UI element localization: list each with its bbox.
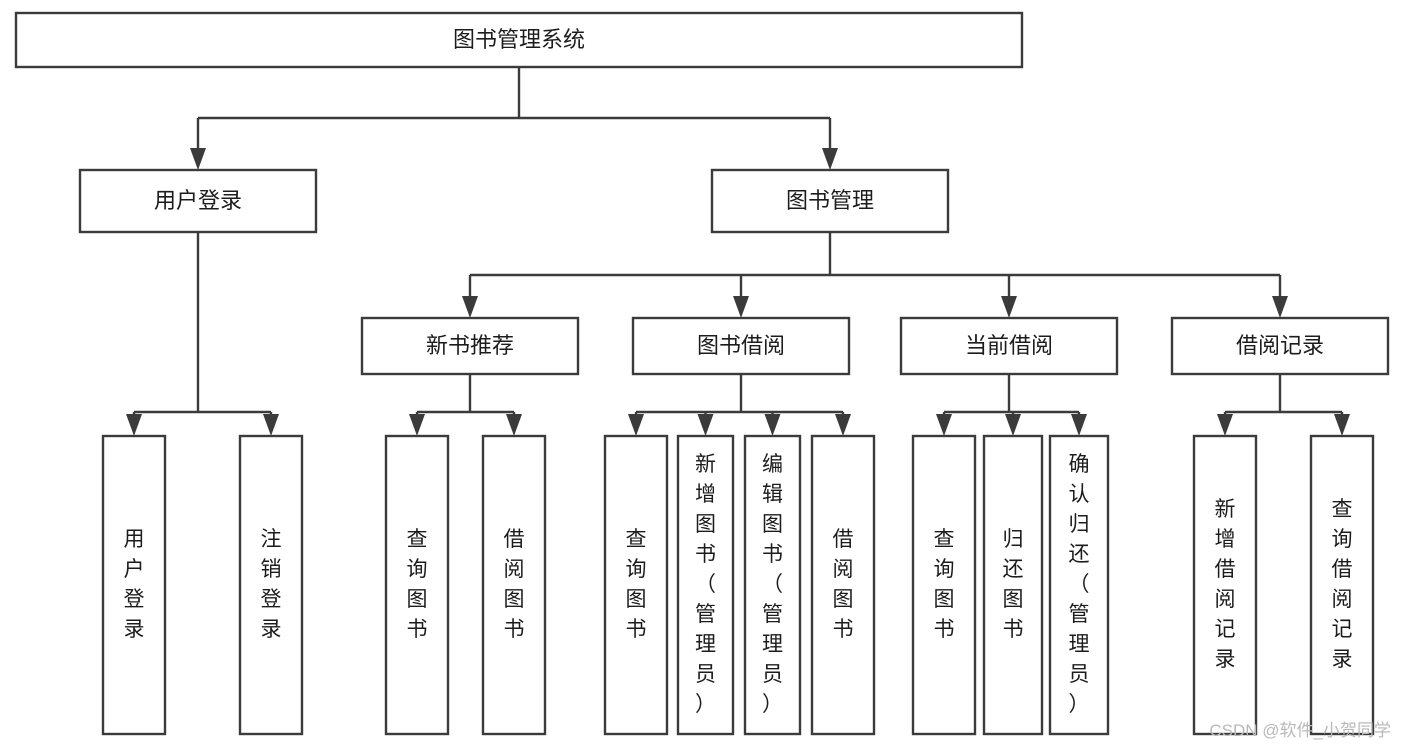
node-leaf-record-query[interactable]: 查询借阅记录 [1309,434,1375,736]
node-label-leaf-record-query: 查询借阅记录 [1332,498,1353,671]
node-box-leaf-user-login [101,434,167,736]
node-label-leaf-borrow-add: 新增图书（管理员） [695,453,716,716]
arrow-head-leaf-record-add [1217,414,1233,436]
node-layer: 图书管理系统用户登录图书管理新书推荐图书借阅当前借阅借阅记录用户登录注销登录查询… [14,11,1390,736]
node-label-leaf-current-confirm: 确认归还（管理员） [1069,453,1090,716]
node-label-leaf-borrow-query: 查询图书 [626,528,647,641]
node-label-borrow: 图书借阅 [697,333,785,358]
node-label-leaf-user-logout: 注销登录 [261,528,282,641]
node-borrow[interactable]: 图书借阅 [631,316,851,376]
node-leaf-borrow-lend[interactable]: 借阅图书 [810,434,876,736]
arrow-head-current [1001,296,1017,318]
node-login[interactable]: 用户登录 [78,168,318,234]
arrow-head-leaf-new-query [409,414,425,436]
node-leaf-user-login[interactable]: 用户登录 [101,434,167,736]
node-box-login [78,168,318,234]
arrow-head-leaf-borrow-query [628,414,644,436]
csdn-watermark: CSDN @软件_小贺同学 [1209,721,1391,740]
arrow-head-borrow [733,296,749,318]
arrow-head-login [190,148,206,170]
node-leaf-current-return[interactable]: 归还图书 [982,434,1044,736]
node-leaf-record-add[interactable]: 新增借阅记录 [1192,434,1258,736]
node-newbook[interactable]: 新书推荐 [360,316,580,376]
node-box-leaf-new-borrow [481,434,547,736]
node-box-leaf-record-query [1309,434,1375,736]
node-leaf-borrow-edit[interactable]: 编辑图书（管理员） [743,434,802,736]
node-label-leaf-new-query: 查询图书 [407,528,428,641]
node-bookmgmt[interactable]: 图书管理 [710,168,950,234]
node-label-leaf-record-add: 新增借阅记录 [1215,498,1236,671]
node-label-current: 当前借阅 [965,333,1053,358]
arrow-head-bookmgmt [822,148,838,170]
node-box-leaf-new-query [384,434,450,736]
node-label-leaf-borrow-lend: 借阅图书 [833,528,854,641]
node-box-newbook [360,316,580,376]
node-box-borrow [631,316,851,376]
node-box-leaf-user-logout [238,434,304,736]
arrow-head-leaf-borrow-add [697,414,714,436]
node-label-record: 借阅记录 [1236,333,1324,358]
node-current[interactable]: 当前借阅 [899,316,1119,376]
node-label-leaf-user-login: 用户登录 [124,528,145,641]
node-box-bookmgmt [710,168,950,234]
arrow-head-leaf-user-logout [263,414,279,436]
node-box-leaf-borrow-edit [743,434,802,736]
node-box-leaf-current-query [911,434,977,736]
node-label-leaf-current-query: 查询图书 [934,528,955,641]
node-leaf-borrow-add[interactable]: 新增图书（管理员） [676,434,735,736]
arrow-head-leaf-new-borrow [506,414,522,436]
node-label-newbook: 新书推荐 [426,333,514,358]
node-leaf-user-logout[interactable]: 注销登录 [238,434,304,736]
node-box-leaf-borrow-query [603,434,669,736]
node-leaf-new-borrow[interactable]: 借阅图书 [481,434,547,736]
arrow-head-leaf-borrow-edit [764,414,781,436]
node-leaf-borrow-query[interactable]: 查询图书 [603,434,669,736]
node-leaf-new-query[interactable]: 查询图书 [384,434,450,736]
node-label-leaf-new-borrow: 借阅图书 [504,528,525,641]
arrow-head-leaf-record-query [1334,414,1350,436]
node-box-root [14,11,1024,69]
connector-layer [126,67,1350,436]
arrow-head-leaf-borrow-lend [835,414,851,436]
node-leaf-current-query[interactable]: 查询图书 [911,434,977,736]
node-label-leaf-borrow-edit: 编辑图书（管理员） [762,453,783,716]
node-box-current [899,316,1119,376]
arrow-head-leaf-current-return [1005,414,1021,436]
arrow-head-leaf-current-confirm [1071,414,1087,436]
node-box-record [1170,316,1390,376]
node-box-leaf-borrow-lend [810,434,876,736]
node-label-login: 用户登录 [154,188,242,213]
arrow-head-newbook [462,296,478,318]
node-box-leaf-record-add [1192,434,1258,736]
arrow-head-leaf-user-login [126,414,142,436]
arrow-head-record [1272,296,1288,318]
node-box-leaf-current-confirm [1048,434,1110,736]
node-label-leaf-current-return: 归还图书 [1003,528,1024,641]
node-box-leaf-current-return [982,434,1044,736]
node-leaf-current-confirm[interactable]: 确认归还（管理员） [1048,434,1110,736]
node-box-leaf-borrow-add [676,434,735,736]
arrow-head-leaf-current-query [936,414,952,436]
node-label-bookmgmt: 图书管理 [786,188,874,213]
node-label-root: 图书管理系统 [453,27,585,52]
node-record[interactable]: 借阅记录 [1170,316,1390,376]
node-root[interactable]: 图书管理系统 [14,11,1024,69]
